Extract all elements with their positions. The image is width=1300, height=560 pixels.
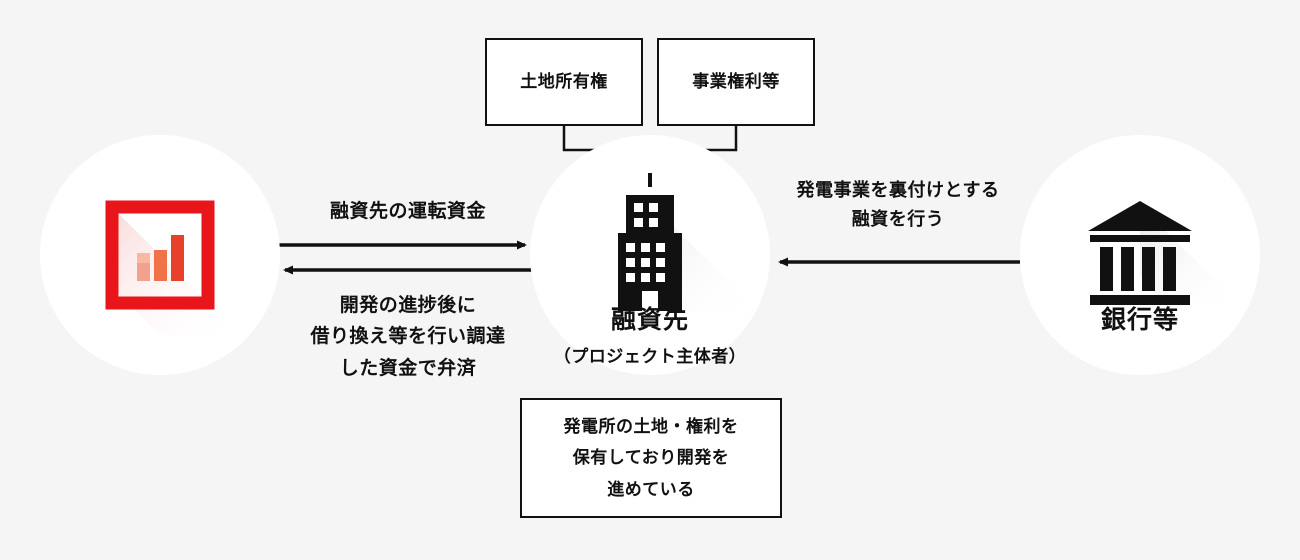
box-land-ownership: 土地所有権: [485, 38, 643, 126]
node-right-circle: [1020, 135, 1260, 375]
box-note: 発電所の土地・権利を 保有しており開発を 進めている: [520, 398, 782, 518]
node-middle-title: 融資先 （プロジェクト主体者）: [500, 300, 800, 367]
arrow-label-left-bottom-line-2: 借り換え等を行い調達: [310, 326, 506, 348]
box-note-line-2: 保有しており開発を: [572, 448, 730, 468]
chart-bars-icon: [105, 200, 240, 335]
arrow-label-right-line-2: 融資を行う: [851, 208, 945, 229]
box-note-line-3: 進めている: [607, 479, 695, 499]
node-right-title-main: 銀行等: [1100, 306, 1179, 334]
node-middle-title-sub: （プロジェクト主体者）: [553, 347, 747, 366]
box-note-line-1: 発電所の土地・権利を: [563, 416, 739, 436]
arrow-label-left-top: 融資先の運転資金: [329, 201, 486, 222]
arrow-label-right: 発電事業を裏付けとする 融資を行う: [748, 176, 1048, 234]
arrow-label-right-line-1: 発電事業を裏付けとする: [796, 180, 1000, 200]
node-left-circle: [40, 135, 280, 375]
arrow-label-left-bottom-line-3: した資金で弁済: [339, 357, 477, 379]
arrow-label-left-bottom-line-1: 開発の進捗後に: [339, 295, 477, 316]
box-business-rights: 事業権利等: [657, 38, 815, 126]
building-icon: [618, 173, 758, 311]
node-middle-circle: [530, 135, 770, 375]
node-middle-title-main: 融資先: [610, 306, 689, 334]
arrow-label-left-bottom: 開発の進捗後に 借り換え等を行い調達 した資金で弁済: [258, 290, 558, 384]
node-right-title: 銀行等: [1020, 300, 1260, 336]
bank-icon: [1088, 201, 1242, 307]
